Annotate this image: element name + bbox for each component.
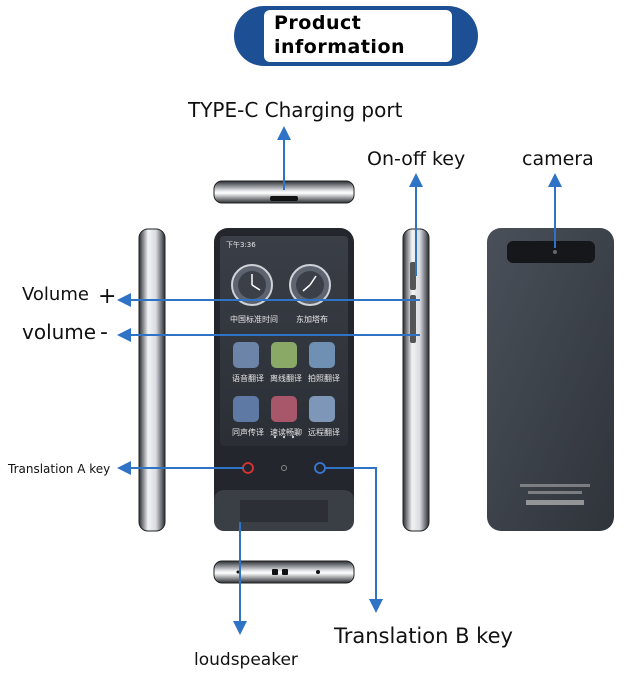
app-label-2: 离线翻译 [270,374,302,383]
volume-buttons [410,295,416,343]
label-loudspeaker: loudspeaker [194,650,298,670]
arrow-translation-b [326,467,383,613]
label-on-off-key: On-off key [367,148,466,170]
clock-label-1: 中国标准时间 [230,315,278,324]
label-volume-down: volume [22,320,97,344]
camera-lens-icon [553,250,557,254]
label-camera: camera [522,148,594,170]
app-photo-translate-icon[interactable] [309,342,335,368]
title-line-1: Product [274,12,362,34]
app-chat-icon[interactable] [271,396,297,422]
app-label-4: 同声传译 [232,428,264,437]
front-device [214,228,354,531]
power-button [410,262,416,290]
left-side-view [138,228,166,532]
app-remote-translate-icon[interactable] [309,396,335,422]
label-charging-port: TYPE-C Charging port [188,98,403,122]
app-label-6: 远程翻译 [308,428,340,437]
usb-c-port-icon [270,196,298,201]
status-time: 下午3:36 [226,241,256,249]
label-volume-down-sign: - [100,320,108,345]
app-offline-translate-icon[interactable] [271,342,297,368]
clock-label-2: 东加塔布 [296,315,328,324]
title-line-2: information [274,36,406,58]
label-translation-b: Translation B key [334,624,513,648]
back-device [487,228,614,531]
app-simultaneous-icon[interactable] [233,396,259,422]
label-translation-a: Translation A key [8,462,111,476]
label-volume-up-sign: + [98,284,117,309]
app-label-3: 拍照翻译 [308,374,340,383]
bottom-edge-view [213,560,355,584]
camera-module [507,241,595,263]
home-icon [281,465,287,471]
top-edge-view [213,180,355,204]
title-box: Product information [264,10,452,62]
app-voice-translate-icon[interactable] [233,342,259,368]
mic-b-icon [314,462,326,474]
right-side-view [402,228,430,532]
label-volume-up: Volume [22,284,89,305]
app-label-5: 速读畅聊 [270,428,302,437]
app-label-1: 语音翻译 [232,374,264,383]
